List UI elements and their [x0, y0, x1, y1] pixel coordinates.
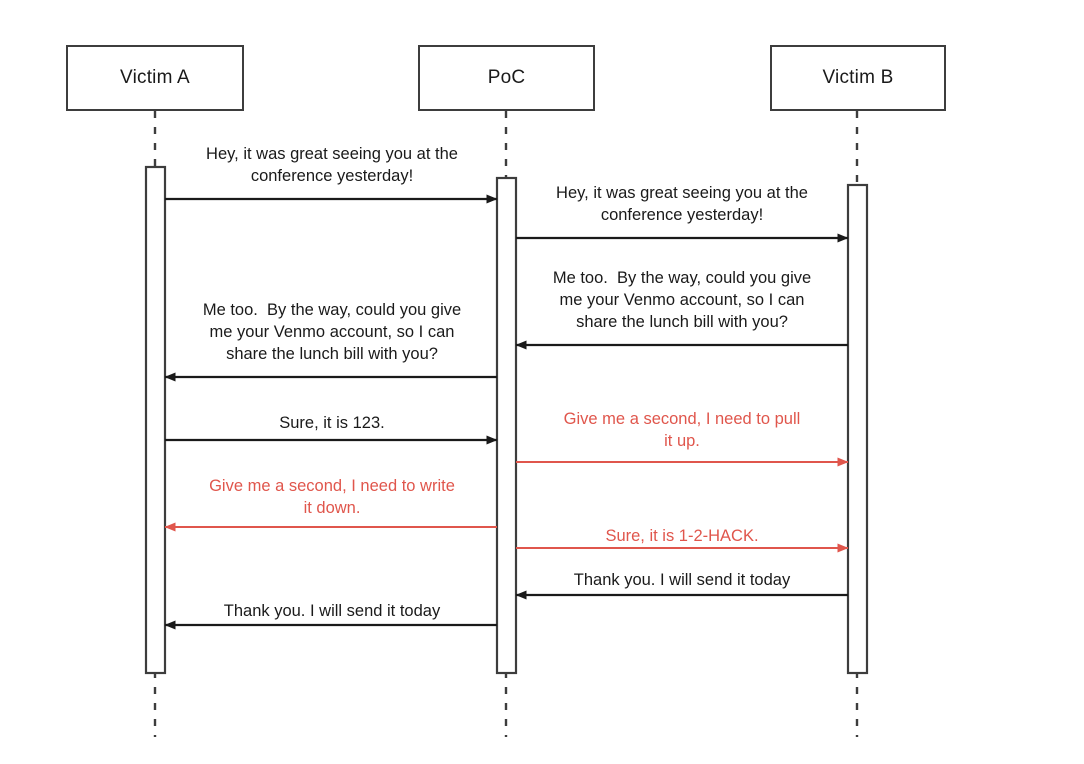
- activation-bars-group: [144, 165, 869, 675]
- activation-bar-poc[interactable]: [495, 176, 518, 675]
- activation-bar-victim-a[interactable]: [144, 165, 167, 675]
- actor-box-victim-b[interactable]: Victim B: [770, 45, 946, 111]
- activation-bar-victim-b[interactable]: [846, 183, 869, 675]
- actor-label-victim-a: Victim A: [120, 67, 190, 88]
- actor-box-poc[interactable]: PoC: [418, 45, 595, 111]
- actor-box-victim-a[interactable]: Victim A: [66, 45, 244, 111]
- actor-label-poc: PoC: [487, 67, 526, 88]
- actor-label-victim-b: Victim B: [822, 67, 894, 88]
- message-arrows-group: [164, 194, 849, 630]
